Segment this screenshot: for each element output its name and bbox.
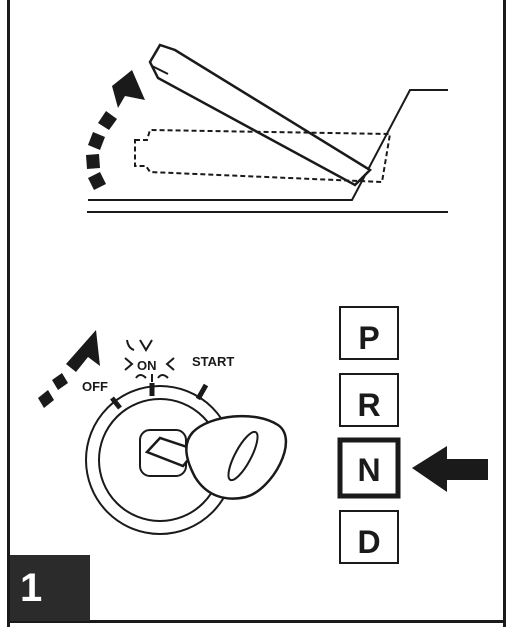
frame-left-border xyxy=(7,0,10,627)
frame-bottom-border xyxy=(7,620,506,623)
gear-label-d: D xyxy=(357,524,380,560)
parking-brake-illustration xyxy=(86,43,448,213)
ignition-switch-illustration: OFF ON START xyxy=(38,330,288,535)
gear-box-r xyxy=(339,373,399,427)
brake-lever-raised xyxy=(148,43,373,187)
gear-box-p xyxy=(339,306,399,360)
gear-selector: P R N D xyxy=(337,306,488,564)
gear-box-n xyxy=(337,437,401,499)
on-glow-marks xyxy=(124,339,175,382)
gear-label-r: R xyxy=(357,387,380,423)
gear-box-d xyxy=(339,510,399,564)
selected-gear-arrow-icon xyxy=(412,446,488,492)
gear-label-p: P xyxy=(358,320,379,356)
ignition-label-on: ON xyxy=(137,358,157,373)
key-turn-arrow xyxy=(38,330,100,408)
ignition-label-off: OFF xyxy=(82,379,108,394)
start-position-tick xyxy=(195,383,209,401)
off-position-tick xyxy=(110,396,122,410)
lever-raise-arrow xyxy=(86,70,145,190)
brake-lever-grip-line xyxy=(151,65,169,75)
key-head xyxy=(185,414,288,500)
gear-label-n: N xyxy=(357,452,380,488)
ignition-label-start: START xyxy=(192,354,234,369)
ignition-key xyxy=(144,414,288,500)
frame-right-border xyxy=(503,0,506,627)
step-number-badge: 1 xyxy=(10,555,90,621)
key-hole-slot xyxy=(227,430,259,482)
console-outline xyxy=(88,89,448,201)
